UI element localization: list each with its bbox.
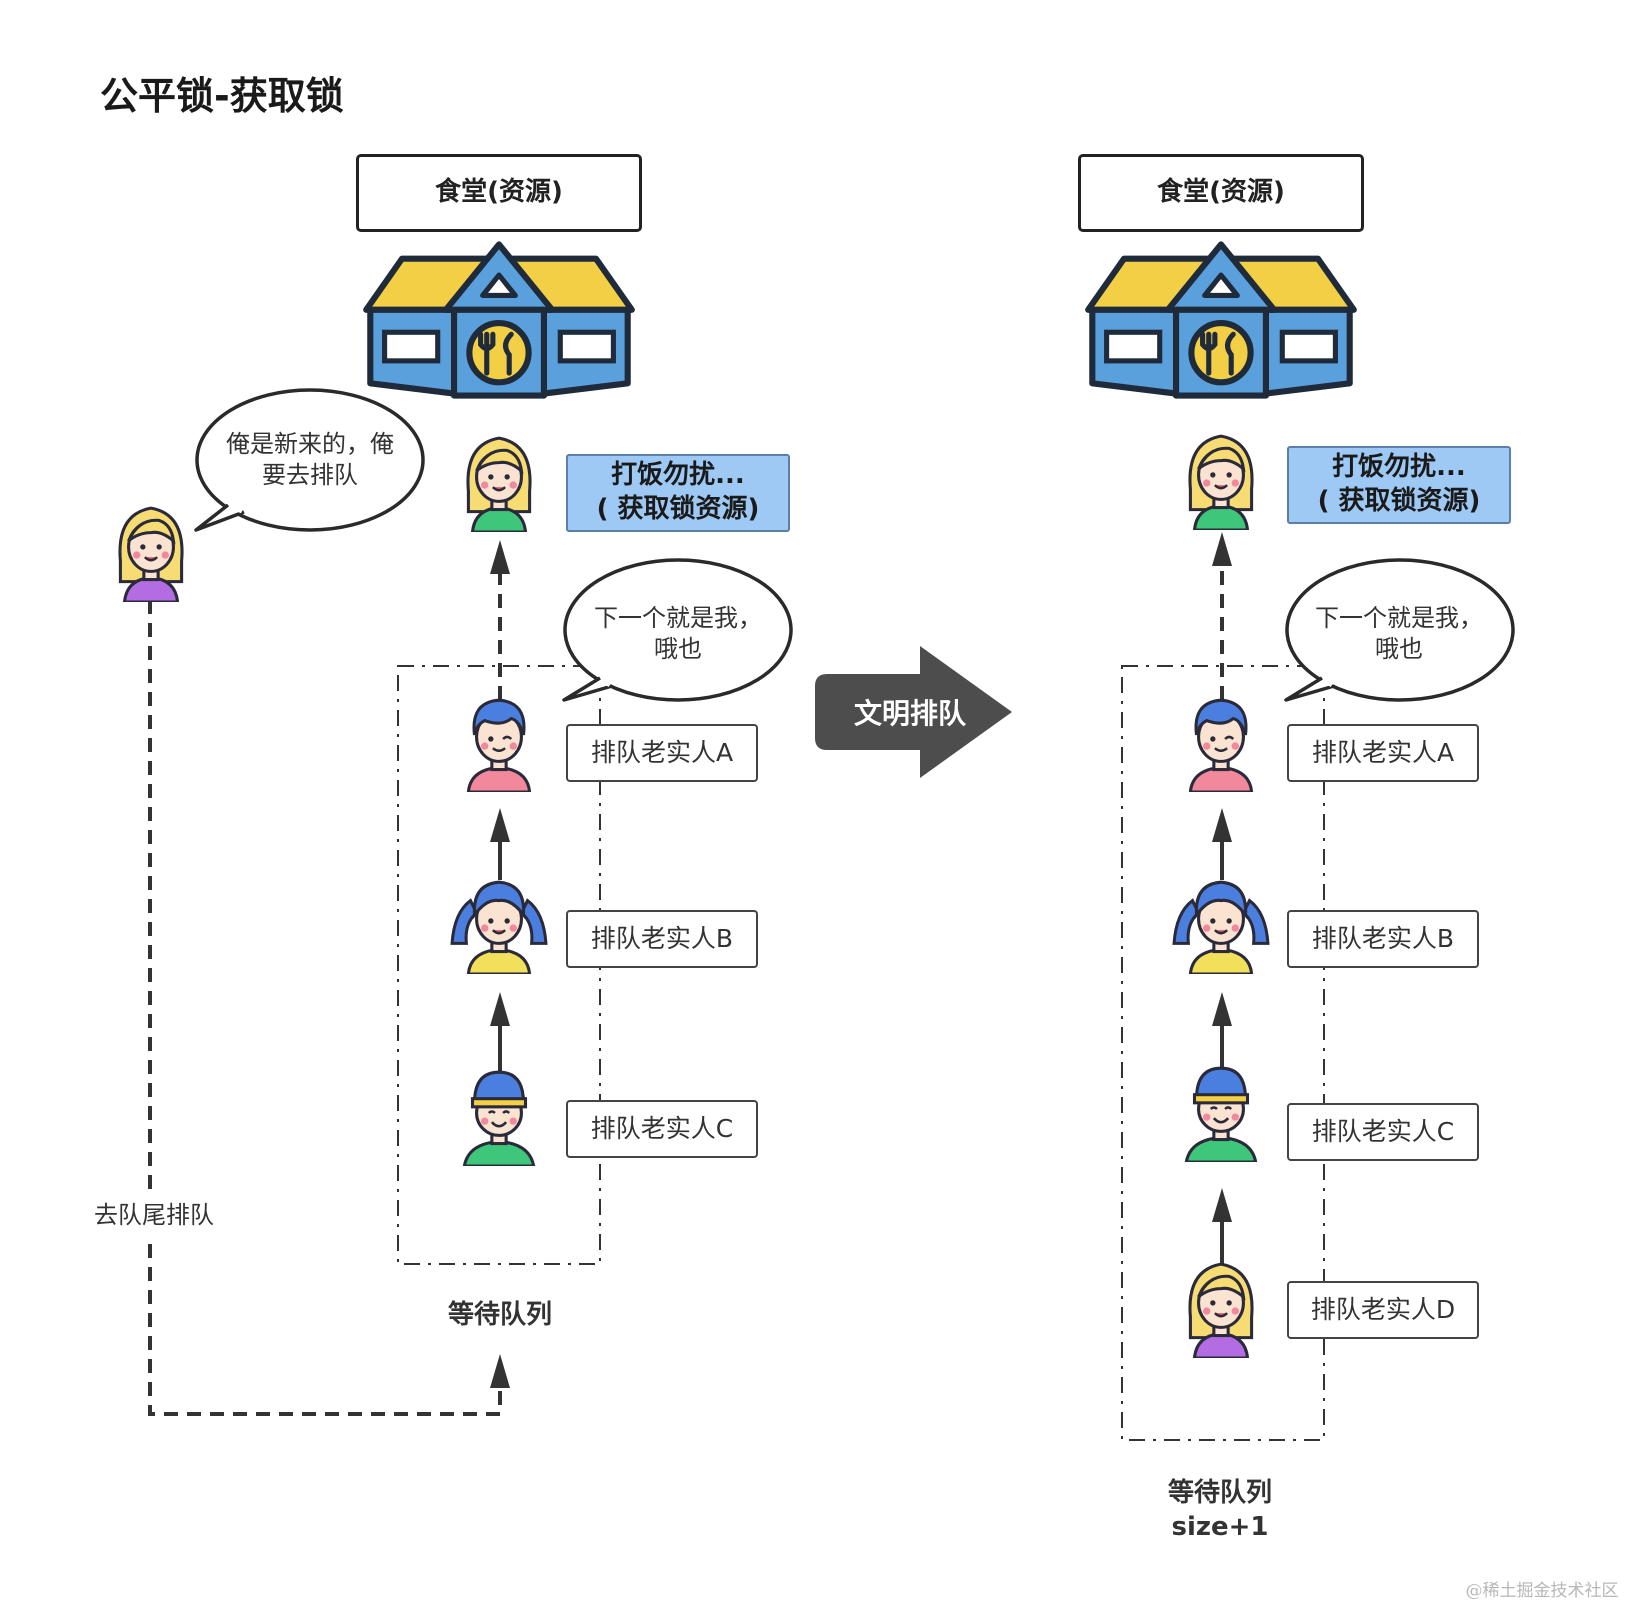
big-right-arrow [815, 646, 1012, 778]
next-bubble-text-right: 下一个就是我， 哦也 [1293, 596, 1505, 672]
queue-caption-left: 等待队列 [447, 1300, 552, 1331]
next-bubble-right-line1: 下一个就是我， [1315, 603, 1483, 632]
watermark: @稀土掘金技术社区 [1465, 1580, 1619, 1601]
eating-label-left-line2: ( 获取锁资源) [596, 494, 760, 524]
newcomer-bubble-text: 俺是新来的，俺 要去排队 [205, 422, 415, 498]
queue-name-right-d: 排队老实人D [1287, 1281, 1479, 1339]
resource-box-left: 食堂(资源) [356, 154, 642, 232]
person-c-left [462, 1070, 536, 1166]
resource-box-right: 食堂(资源) [1078, 154, 1364, 232]
eating-label-right-line1: 打饭勿扰... [1332, 452, 1466, 483]
person-a-left [466, 698, 532, 792]
arrow-right-d-to-c [1212, 1188, 1232, 1272]
person-eating-right [1188, 434, 1254, 530]
person-eating-left [466, 436, 532, 532]
queue-name-right-a: 排队老实人A [1287, 724, 1479, 782]
person-newcomer [118, 506, 184, 602]
newcomer-bubble-line2: 要去排队 [262, 461, 358, 489]
newcomer-bubble-line1: 俺是新来的，俺 [226, 429, 394, 458]
queue-caption-right-line1: 等待队列 [1167, 1478, 1272, 1509]
eating-label-left-line1: 打饭勿扰... [611, 460, 745, 491]
arrow-right-c-to-b [1212, 992, 1232, 1076]
person-b-right [1172, 880, 1270, 974]
queue-name-right-c: 排队老实人C [1287, 1103, 1479, 1161]
next-bubble-right-line2: 哦也 [1375, 635, 1423, 663]
eating-label-right-line2: ( 获取锁资源) [1317, 486, 1481, 516]
queue-caption-right: 等待队列 size+1 [1140, 1474, 1300, 1548]
arrow-label: 文明排队 [853, 696, 966, 730]
person-b-left [450, 880, 548, 974]
queue-name-left-a: 排队老实人A [566, 724, 758, 782]
canteen-icon-right [1088, 244, 1354, 395]
queue-frame-right [1121, 665, 1325, 1441]
next-bubble-text-left: 下一个就是我， 哦也 [572, 596, 784, 672]
eating-label-left: 打饭勿扰... ( 获取锁资源) [566, 454, 790, 532]
person-d-right [1188, 1262, 1254, 1358]
speech-bubble-next-right [1284, 558, 1515, 702]
person-c-right [1184, 1066, 1258, 1162]
queue-name-right-b: 排队老实人B [1287, 910, 1479, 968]
next-bubble-left-line2: 哦也 [654, 635, 702, 663]
queue-name-left-b: 排队老实人B [566, 910, 758, 968]
arrow-left-b-to-a [490, 808, 510, 880]
person-a-right [1188, 698, 1254, 792]
page-title: 公平锁-获取锁 [100, 74, 344, 118]
queue-caption-right-line2: size+1 [1171, 1512, 1269, 1542]
next-bubble-left-line1: 下一个就是我， [594, 603, 762, 632]
queue-name-left-c: 排队老实人C [566, 1100, 758, 1158]
canteen-icon-left [366, 244, 632, 395]
speech-bubble-next-left [562, 558, 793, 702]
eating-label-right: 打饭勿扰... ( 获取锁资源) [1287, 446, 1511, 524]
arrow-right-b-to-a [1212, 808, 1232, 880]
arrow-newcomer-to-queue-tail [148, 600, 510, 1416]
arrow-right-a-to-canteen [1212, 532, 1232, 700]
go-tail-label: 去队尾排队 [74, 1196, 234, 1236]
speech-bubble-newcomer [194, 388, 425, 532]
arrow-left-a-to-canteen [490, 540, 510, 700]
